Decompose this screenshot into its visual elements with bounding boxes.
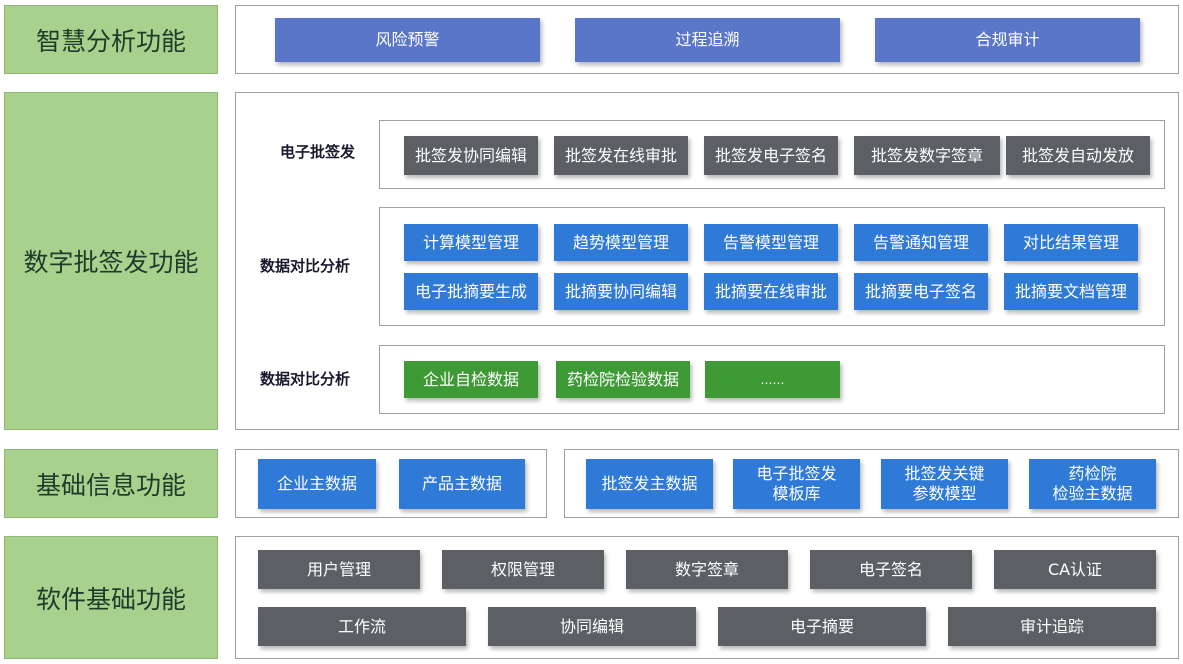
approval-digital-seal-button[interactable]: 批签发数字签章	[854, 136, 1000, 175]
approval-online-review-button[interactable]: 批签发在线审批	[554, 136, 688, 175]
layer-label-digital-approval: 数字批签发功能	[4, 92, 218, 430]
alert-notice-mgmt-button[interactable]: 告警通知管理	[854, 224, 988, 261]
e-summary-button[interactable]: 电子摘要	[718, 607, 926, 646]
calc-model-mgmt-button[interactable]: 计算模型管理	[404, 224, 538, 261]
trend-model-mgmt-button[interactable]: 趋势模型管理	[554, 224, 688, 261]
product-master-data-button[interactable]: 产品主数据	[399, 459, 525, 509]
basic-info-left-panel: 企业主数据 产品主数据	[235, 449, 547, 518]
risk-warning-button[interactable]: 风险预警	[275, 18, 540, 62]
approval-e-signature-button[interactable]: 批签发电子签名	[704, 136, 838, 175]
enterprise-selfcheck-data-button[interactable]: 企业自检数据	[404, 361, 538, 398]
approval-template-lib-button[interactable]: 电子批签发 模板库	[733, 459, 860, 509]
digital-approval-panel: 电子批签发 批签发协同编辑 批签发在线审批 批签发电子签名 批签发数字签章 批签…	[235, 92, 1179, 430]
electronic-approval-subpanel: 批签发协同编辑 批签发在线审批 批签发电子签名 批签发数字签章 批签发自动发放	[379, 120, 1165, 189]
smart-analysis-panel: 风险预警 过程追溯 合规审计	[235, 5, 1179, 74]
compliance-audit-button[interactable]: 合规审计	[875, 18, 1140, 62]
row-label-data-comparison: 数据对比分析	[260, 257, 351, 275]
layer-label-basic-info: 基础信息功能	[4, 449, 218, 518]
process-trace-button[interactable]: 过程追溯	[575, 18, 840, 62]
approval-collab-edit-button[interactable]: 批签发协同编辑	[404, 136, 538, 175]
data-comparison-subpanel: 计算模型管理 趋势模型管理 告警模型管理 告警通知管理 对比结果管理 电子批摘要…	[379, 207, 1165, 326]
inspection-master-data-line2: 检验主数据	[1052, 484, 1133, 503]
e-summary-generate-button[interactable]: 电子批摘要生成	[404, 273, 538, 310]
software-basic-panel: 用户管理 权限管理 数字签章 电子签名 CA认证 工作流 协同编辑 电子摘要 审…	[235, 536, 1179, 659]
layer-label-software-basic: 软件基础功能	[4, 536, 218, 659]
permission-mgmt-button[interactable]: 权限管理	[442, 550, 604, 589]
e-signature-button[interactable]: 电子签名	[810, 550, 972, 589]
approval-template-lib-line2: 模板库	[772, 484, 821, 503]
alert-model-mgmt-button[interactable]: 告警模型管理	[704, 224, 838, 261]
more-data-button[interactable]: ……	[705, 361, 840, 398]
user-mgmt-button[interactable]: 用户管理	[258, 550, 420, 589]
audit-trail-button[interactable]: 审计追踪	[948, 607, 1156, 646]
inspection-institute-data-button[interactable]: 药检院检验数据	[556, 361, 690, 398]
inspection-master-data-button[interactable]: 药检院 检验主数据	[1029, 459, 1156, 509]
inspection-master-data-line1: 药检院	[1068, 464, 1117, 483]
collab-edit-button[interactable]: 协同编辑	[488, 607, 696, 646]
row-label-data-comparison-2: 数据对比分析	[260, 370, 351, 388]
approval-key-param-line1: 批签发关键	[904, 464, 985, 483]
enterprise-master-data-button[interactable]: 企业主数据	[258, 459, 376, 509]
source-data-subpanel: 企业自检数据 药检院检验数据 ……	[379, 345, 1165, 414]
approval-key-param-model-button[interactable]: 批签发关键 参数模型	[881, 459, 1008, 509]
approval-master-data-button[interactable]: 批签发主数据	[586, 459, 713, 509]
layer-label-smart-analysis: 智慧分析功能	[4, 5, 218, 74]
approval-auto-issue-button[interactable]: 批签发自动发放	[1006, 136, 1150, 175]
approval-template-lib-line1: 电子批签发	[756, 464, 837, 483]
summary-collab-edit-button[interactable]: 批摘要协同编辑	[554, 273, 688, 310]
basic-info-right-panel: 批签发主数据 电子批签发 模板库 批签发关键 参数模型 药检院 检验主数据	[564, 449, 1179, 518]
approval-master-data-line1: 批签发主数据	[601, 474, 698, 493]
digital-seal-button[interactable]: 数字签章	[626, 550, 788, 589]
summary-e-signature-button[interactable]: 批摘要电子签名	[854, 273, 988, 310]
ca-auth-button[interactable]: CA认证	[994, 550, 1156, 589]
compare-result-mgmt-button[interactable]: 对比结果管理	[1004, 224, 1138, 261]
workflow-button[interactable]: 工作流	[258, 607, 466, 646]
summary-online-review-button[interactable]: 批摘要在线审批	[704, 273, 838, 310]
summary-doc-mgmt-button[interactable]: 批摘要文档管理	[1004, 273, 1138, 310]
row-label-electronic-approval: 电子批签发	[280, 143, 356, 161]
approval-key-param-line2: 参数模型	[912, 484, 977, 503]
